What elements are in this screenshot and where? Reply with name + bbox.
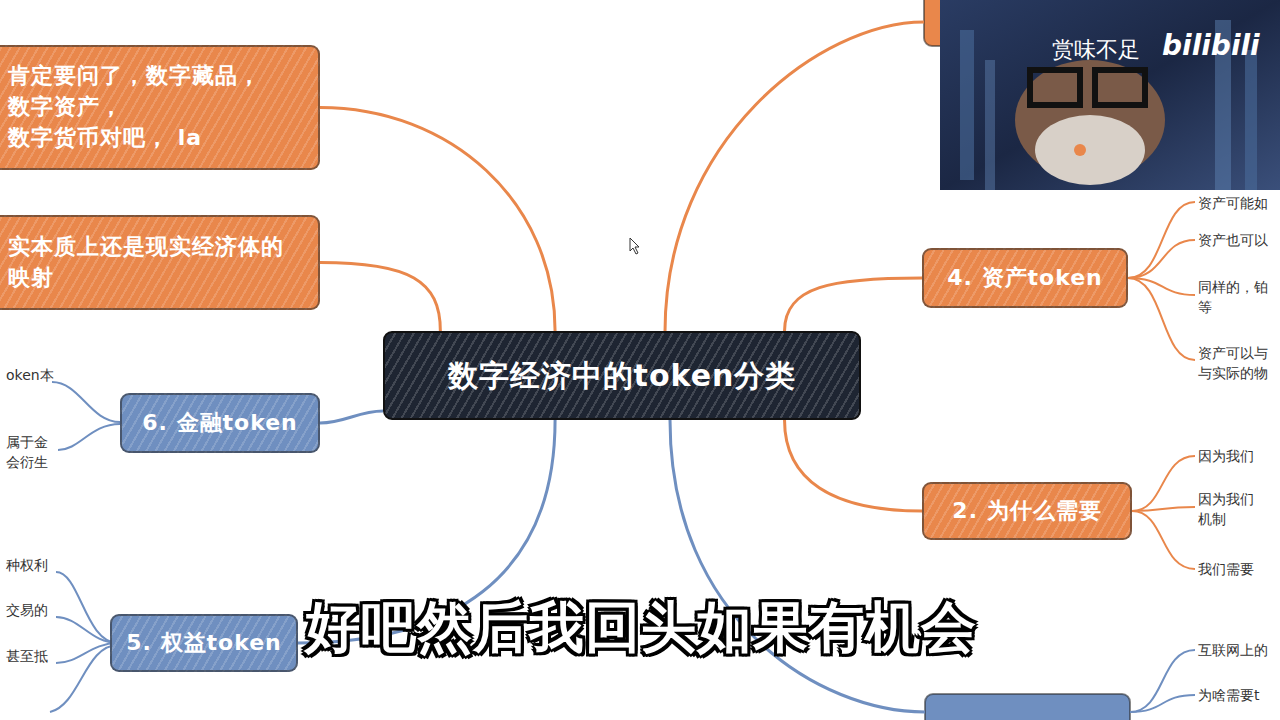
branch-line <box>665 22 924 332</box>
note-box: 实本质上还是现实经济体的 映射 <box>0 215 320 310</box>
central-topic: 数字经济中的token分类 <box>383 331 861 420</box>
leaf-text: 属于金 会衍生 <box>6 432 58 473</box>
branch-connector <box>320 411 383 423</box>
node-text: 6. 金融token <box>142 408 298 439</box>
leaf-text: 同样的，铂 等 <box>1198 277 1274 318</box>
node-text: 5. 权益token <box>126 628 282 659</box>
node-text: 肯定要问了，数字藏品， 数字资产，数字货币对吧， la <box>8 61 283 153</box>
branch-connector <box>320 108 555 332</box>
leaf-text: oken本 <box>6 365 66 385</box>
branch-topic: 4. 资产token <box>922 248 1128 308</box>
leaf-text: 种权利 <box>6 555 58 575</box>
watermark-text: 赏味不足 <box>1052 34 1140 66</box>
cut-node <box>925 694 1130 720</box>
leaf-text: 我们需要 <box>1198 559 1274 579</box>
leaf-lines <box>1128 202 1195 569</box>
video-subtitle: 好吧然后我回头如果有机会 <box>305 588 977 668</box>
branch-topic: 5. 权益token <box>110 614 298 672</box>
leaf-text: 资产也可以 <box>1198 230 1274 250</box>
leaf-text: 交易的 <box>6 600 58 620</box>
leaf-text: 互联网上的 <box>1198 640 1274 660</box>
mouse-cursor <box>630 238 639 254</box>
branch-connector <box>785 278 922 331</box>
node-text: 2. 为什么需要 <box>952 496 1101 527</box>
node-text: 实本质上还是现实经济体的 映射 <box>8 232 283 294</box>
branch-line <box>670 420 925 712</box>
leaf-text: 因为我们 机制 <box>1198 489 1274 530</box>
branch-topic: 2. 为什么需要 <box>922 482 1132 540</box>
branch-connector <box>320 263 440 332</box>
leaf-text: 因为我们 <box>1198 446 1274 466</box>
leaf-text: 甚至抵 <box>6 646 58 666</box>
leaf-lines <box>1130 650 1195 712</box>
branch-connector <box>785 420 922 511</box>
leaf-text: 为啥需要t <box>1198 685 1274 705</box>
leaf-text: 资产可能如 <box>1198 193 1274 213</box>
node-text: 4. 资产token <box>947 263 1103 294</box>
watermark-logo: bilibili <box>1162 26 1260 67</box>
video-thumbnail <box>940 0 1280 190</box>
node-text: 数字经济中的token分类 <box>448 355 797 397</box>
leaf-text: 资产可以与 与实际的物 <box>1198 343 1274 384</box>
note-box: 肯定要问了，数字藏品， 数字资产，数字货币对吧， la <box>0 45 320 170</box>
branch-topic: 6. 金融token <box>120 393 320 453</box>
